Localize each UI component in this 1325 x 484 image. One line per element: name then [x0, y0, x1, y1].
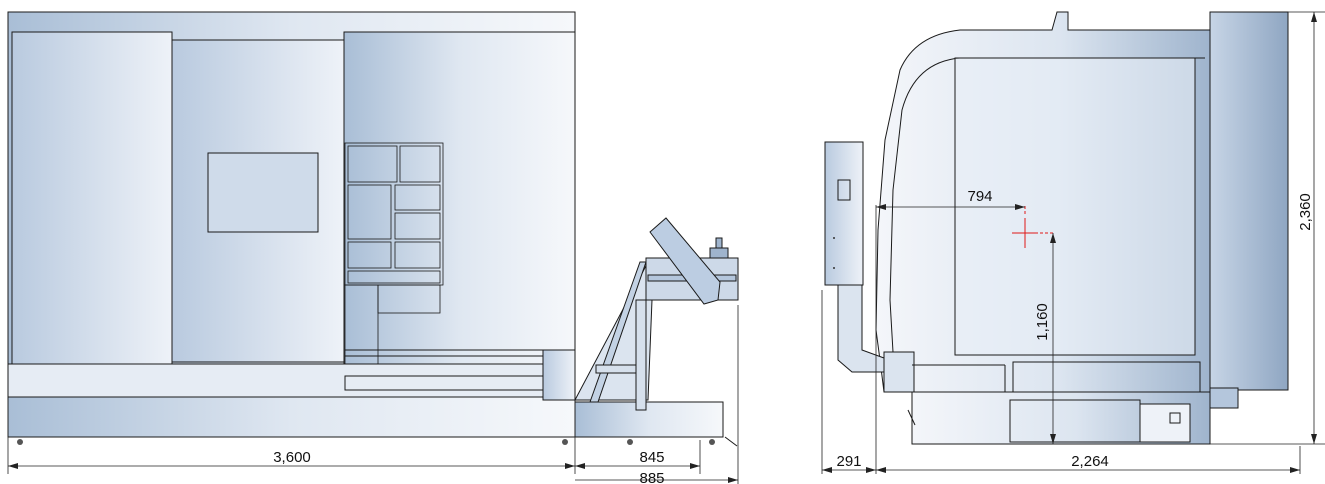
side-view: 794 1,160 2,360 291 2,264	[821, 11, 1325, 474]
center-1160-label: 1,160	[1034, 303, 1051, 341]
front-view: 3,600 845 885	[7, 11, 739, 484]
conveyor-885-label: 885	[639, 470, 664, 484]
side-dimensions: 794 1,160 2,360 291 2,264	[821, 11, 1325, 474]
front-window	[207, 152, 319, 233]
front-base	[7, 396, 576, 438]
depth-2264-label: 2,264	[1071, 453, 1109, 470]
side-rear-cabinet	[1209, 11, 1289, 391]
side-control-box	[824, 141, 864, 286]
chip-conveyor	[542, 217, 739, 447]
front-right-panel	[343, 31, 576, 365]
center-marker	[1012, 206, 1054, 248]
center-794-label: 794	[967, 188, 992, 205]
width-3600-label: 3,600	[273, 449, 311, 466]
front-left-panel	[11, 31, 173, 365]
panel-291-label: 291	[836, 453, 861, 470]
conveyor-845-label: 845	[639, 449, 664, 466]
height-2360-label: 2,360	[1297, 193, 1314, 231]
front-dimensions: 3,600 845 885	[7, 305, 739, 484]
side-window	[954, 57, 1196, 356]
